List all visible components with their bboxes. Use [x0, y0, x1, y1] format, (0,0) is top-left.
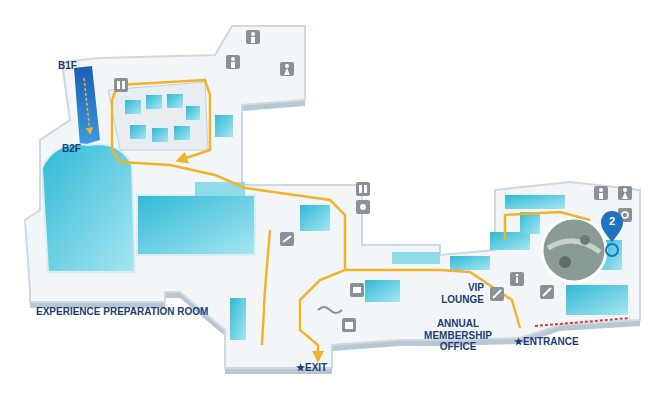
- photo-detail: [580, 235, 590, 245]
- facility-icons: [280, 182, 632, 332]
- exit-label: ★EXIT: [296, 362, 356, 374]
- tank: [505, 195, 565, 209]
- tank: [152, 128, 168, 142]
- tank: [365, 280, 400, 302]
- tank: [566, 285, 628, 315]
- room-label: VIP LOUNGE: [428, 282, 484, 305]
- callout-number: 2: [602, 215, 622, 228]
- floor-label: B1F: [58, 60, 88, 72]
- room-label: EXPERIENCE PREPARATION ROOM: [36, 306, 256, 318]
- tank: [520, 212, 540, 234]
- tank: [186, 106, 200, 120]
- tank: [215, 115, 233, 137]
- floor-slab: [25, 26, 640, 368]
- room-label: ANNUAL MEMBERSHIP OFFICE: [418, 318, 498, 353]
- photo-tank: [542, 218, 606, 282]
- tank: [300, 205, 330, 231]
- floor-label: B2F: [62, 143, 92, 155]
- tank: [230, 298, 246, 340]
- photo-detail: [548, 241, 600, 252]
- visitor-route: [300, 270, 345, 358]
- location-pin: [601, 211, 623, 242]
- tank: [42, 144, 135, 272]
- location-pin-base: [606, 244, 618, 256]
- entrance-label: ★ENTRANCE: [514, 336, 594, 348]
- entrance-rail: [535, 318, 630, 326]
- tank: [125, 100, 141, 114]
- photo-detail: [559, 256, 571, 268]
- tank: [137, 195, 255, 255]
- ramp-route: [84, 78, 90, 132]
- tank: [146, 95, 162, 109]
- visitor-route: [112, 80, 520, 328]
- tank: [450, 256, 490, 270]
- tank: [167, 94, 183, 108]
- tank: [174, 126, 190, 140]
- visitor-route: [262, 230, 270, 345]
- tank-cluster: [108, 82, 208, 150]
- restroom-icons: [114, 30, 294, 92]
- tank: [392, 252, 440, 264]
- tank: [130, 125, 146, 139]
- ramp: [74, 66, 100, 146]
- tank: [490, 232, 530, 250]
- visitor-route: [505, 212, 590, 240]
